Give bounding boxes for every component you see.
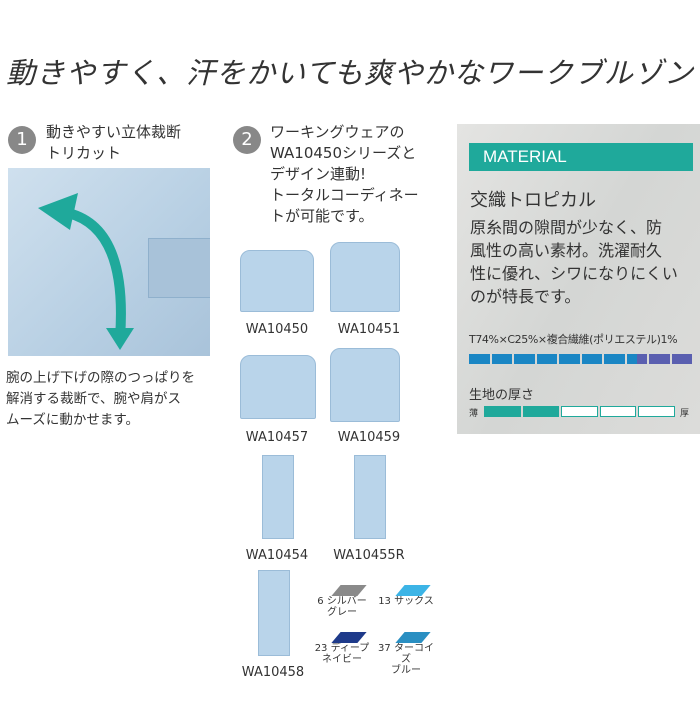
pocket-flap	[148, 238, 210, 298]
composition-segment	[559, 354, 580, 364]
text-line: デザイン連動!	[270, 165, 367, 183]
material-desc: 原糸間の隙間が少なく、防 風性の高い素材。洗濯耐久 性に優れ、シワになりにくい …	[470, 216, 678, 308]
garment-wa10458	[258, 570, 290, 656]
product-code: WA10454	[245, 548, 309, 563]
color-label: 13 サックス	[378, 596, 434, 607]
material-panel	[457, 124, 700, 434]
sleeve-photo	[8, 168, 210, 356]
color-label: 6 シルバー	[317, 596, 367, 607]
swatch	[395, 585, 431, 596]
product-code: WA10450	[245, 322, 309, 337]
composition-segment	[469, 354, 490, 364]
text-line: WA10450シリーズと	[270, 144, 417, 162]
composition-segment	[671, 354, 692, 364]
color-option: 13 サックス	[376, 585, 436, 607]
color-label: グレー	[327, 607, 357, 618]
title-line: 動きやすい立体裁断	[46, 123, 182, 141]
material-name: 交織トロピカル	[470, 190, 596, 211]
thickness-bar	[484, 406, 678, 417]
product-code: WA10459	[337, 430, 401, 445]
swatch	[331, 585, 367, 596]
garment-wa10459	[330, 348, 400, 422]
curved-arrow-icon	[38, 193, 134, 350]
product-code: WA10451	[337, 322, 401, 337]
color-option: 6 シルバー グレー	[312, 585, 372, 618]
thickness-segment	[522, 406, 559, 417]
thickness-segment	[561, 406, 598, 417]
material-header: MATERIAL	[469, 143, 693, 171]
composition-bar	[469, 354, 693, 364]
desc-line: 性に優れ、シワになりにくい	[470, 264, 678, 283]
product-code: WA10457	[245, 430, 309, 445]
composition-segment	[536, 354, 557, 364]
color-label: ネイビー	[322, 654, 362, 665]
desc-line: ムーズに動かせます。	[6, 412, 139, 428]
garment-wa10451	[330, 242, 400, 312]
product-code: WA10458	[241, 665, 305, 680]
point-number: 1	[8, 126, 36, 154]
headline: 動きやすく、汗をかいても爽やかなワークブルゾン	[6, 56, 694, 90]
thickness-segment	[484, 406, 521, 417]
thin-label: 薄	[469, 409, 479, 419]
point-number: 2	[233, 126, 261, 154]
composition: T74%×C25%×複合繊維(ポリエステル)1%	[469, 333, 678, 346]
garment-wa10450	[240, 250, 314, 312]
desc-line: 原糸間の隙間が少なく、防	[470, 218, 663, 237]
desc-line: 風性の高い素材。洗濯耐久	[470, 241, 663, 260]
composition-segment	[514, 354, 535, 364]
thickness-label: 生地の厚さ	[469, 388, 535, 403]
garment-wa10457	[240, 355, 316, 419]
composition-segment	[649, 354, 670, 364]
desc-line: 解消する裁断で、腕や肩がス	[6, 391, 181, 407]
garment-wa10454	[262, 455, 294, 539]
color-option: 37 ターコイズ ブルー	[376, 632, 436, 676]
swatch	[331, 632, 367, 643]
point1-desc: 腕の上げ下げの際のつっぱりを 解消する裁断で、腕や肩がス ムーズに動かせます。	[6, 368, 195, 431]
title-line: トリカット	[46, 144, 122, 162]
point2-text: ワーキングウェアの WA10450シリーズと デザイン連動! トータルコーディネ…	[270, 122, 419, 227]
thickness-segment	[638, 406, 675, 417]
color-label: 37 ターコイズ	[378, 643, 434, 665]
color-label: ブルー	[391, 665, 421, 676]
swatch	[395, 632, 431, 643]
point1-title: 動きやすい立体裁断 トリカット	[46, 122, 181, 164]
thick-label: 厚	[680, 409, 690, 419]
desc-line: のが特長です。	[470, 287, 581, 306]
text-line: トが可能です。	[270, 207, 374, 225]
desc-line: 腕の上げ下げの際のつっぱりを	[6, 370, 195, 386]
text-line: トータルコーディネー	[270, 186, 419, 204]
composition-segment	[581, 354, 602, 364]
composition-segment	[626, 354, 647, 364]
color-option: 23 ディープ ネイビー	[312, 632, 372, 665]
garment-wa10455r	[354, 455, 386, 539]
thickness-segment	[599, 406, 636, 417]
text-line: ワーキングウェアの	[270, 123, 405, 141]
composition-segment	[491, 354, 512, 364]
color-label: 23 ディープ	[314, 643, 370, 654]
product-code: WA10455R	[333, 548, 405, 563]
composition-segment	[604, 354, 625, 364]
